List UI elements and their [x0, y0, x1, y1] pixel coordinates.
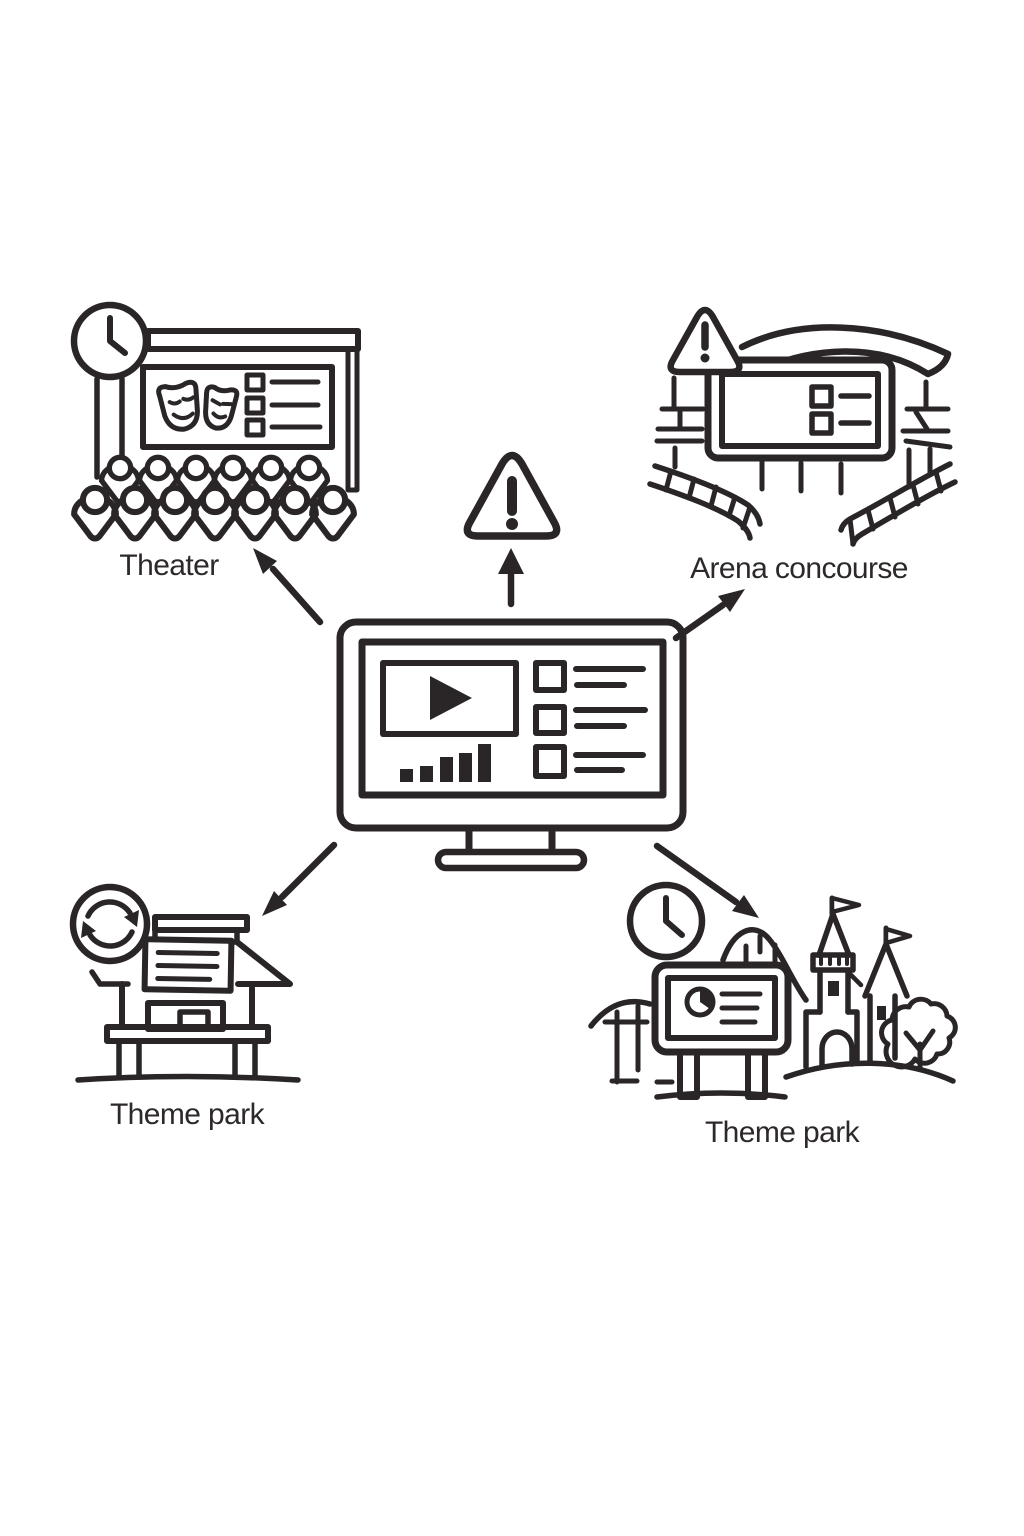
castle-icon [803, 895, 913, 1070]
checklist-icon [533, 660, 648, 779]
bar-chart-icon [400, 744, 491, 782]
play-button-icon [380, 660, 519, 737]
theme-park-kiosk-label: Theme park [109, 1098, 265, 1131]
clock-icon [626, 881, 706, 961]
warning-triangle-icon [463, 451, 561, 540]
theme-park-castle-illustration [588, 881, 958, 1100]
tree-icon [879, 996, 958, 1071]
audience-icon [74, 457, 354, 538]
up-arrow-icon [498, 548, 524, 608]
arrow-to-theme-park-kiosk [262, 841, 338, 916]
arrow-to-theme-park-castle [653, 842, 759, 918]
arena-scoreboard-icon [704, 356, 896, 462]
ground-line [654, 1090, 788, 1100]
theme-park-kiosk-illustration [69, 883, 301, 1083]
park-kiosk-icon [75, 914, 301, 1083]
monitor-icon [336, 618, 687, 872]
warning-triangle-icon [667, 306, 743, 376]
signage-player-icon [336, 618, 687, 872]
arrow-to-arena [672, 589, 745, 642]
arrow-to-theater [253, 548, 324, 626]
park-sign-icon [651, 961, 792, 1100]
theater-illustration [70, 301, 361, 539]
theater-label: Theater [119, 549, 219, 582]
ground-line [783, 1060, 956, 1084]
arena-building-icon [647, 324, 958, 547]
theme-park-castle-label: Theme park [704, 1116, 860, 1149]
roller-coaster-icon [588, 927, 809, 1085]
arena-concourse-label: Arena concourse [690, 552, 908, 585]
arena-illustration [647, 306, 958, 547]
alert-illustration [463, 451, 561, 608]
theater-masks-signboard-icon [94, 328, 361, 493]
refresh-icon [69, 883, 151, 965]
clock-icon [70, 301, 150, 381]
